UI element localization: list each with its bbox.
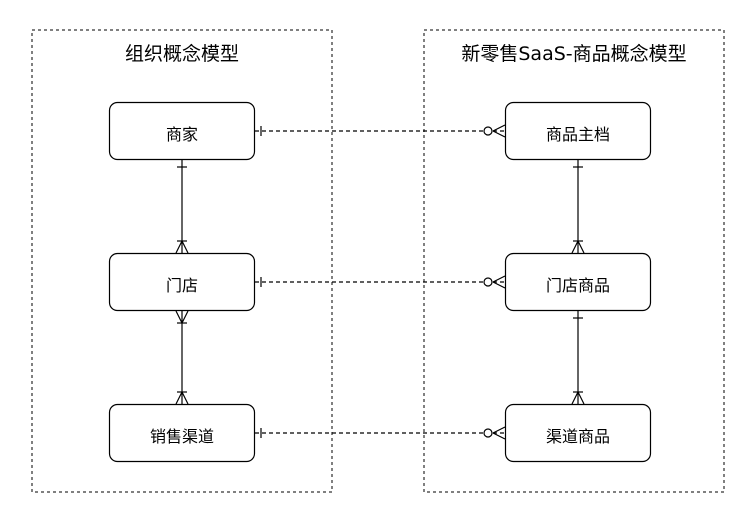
relation-merchant-product-master [255,124,506,138]
entity-product-master-label: 商品主档 [545,125,610,144]
entity-merchant-label: 商家 [165,125,198,144]
entity-store-label: 门店 [165,276,198,295]
entity-channel-product-label: 渠道商品 [545,427,610,446]
relation-sales-channel-channel-product [255,426,506,440]
relation-product-master-store-product [571,160,585,254]
entity-store-box[interactable] [108,252,256,312]
group-org-container [31,29,333,493]
relation-store-product-channel-product [571,311,585,405]
entity-channel-product-box[interactable] [504,403,652,463]
relation-store-store-product [255,275,506,289]
group-product-container [423,29,725,493]
entity-sales-channel-label: 销售渠道 [149,427,214,446]
entity-product-master-box[interactable] [504,101,652,161]
relation-store-sales-channel [175,310,189,405]
entity-store-product-box[interactable] [504,252,652,312]
entity-merchant-box[interactable] [108,101,256,161]
group-product-title: 新零售SaaS-商品概念模型 [461,43,687,65]
entity-store-product-label: 门店商品 [545,276,610,295]
relation-merchant-store [175,160,189,254]
entity-sales-channel-box[interactable] [108,403,256,463]
group-org-title: 组织概念模型 [124,43,239,65]
